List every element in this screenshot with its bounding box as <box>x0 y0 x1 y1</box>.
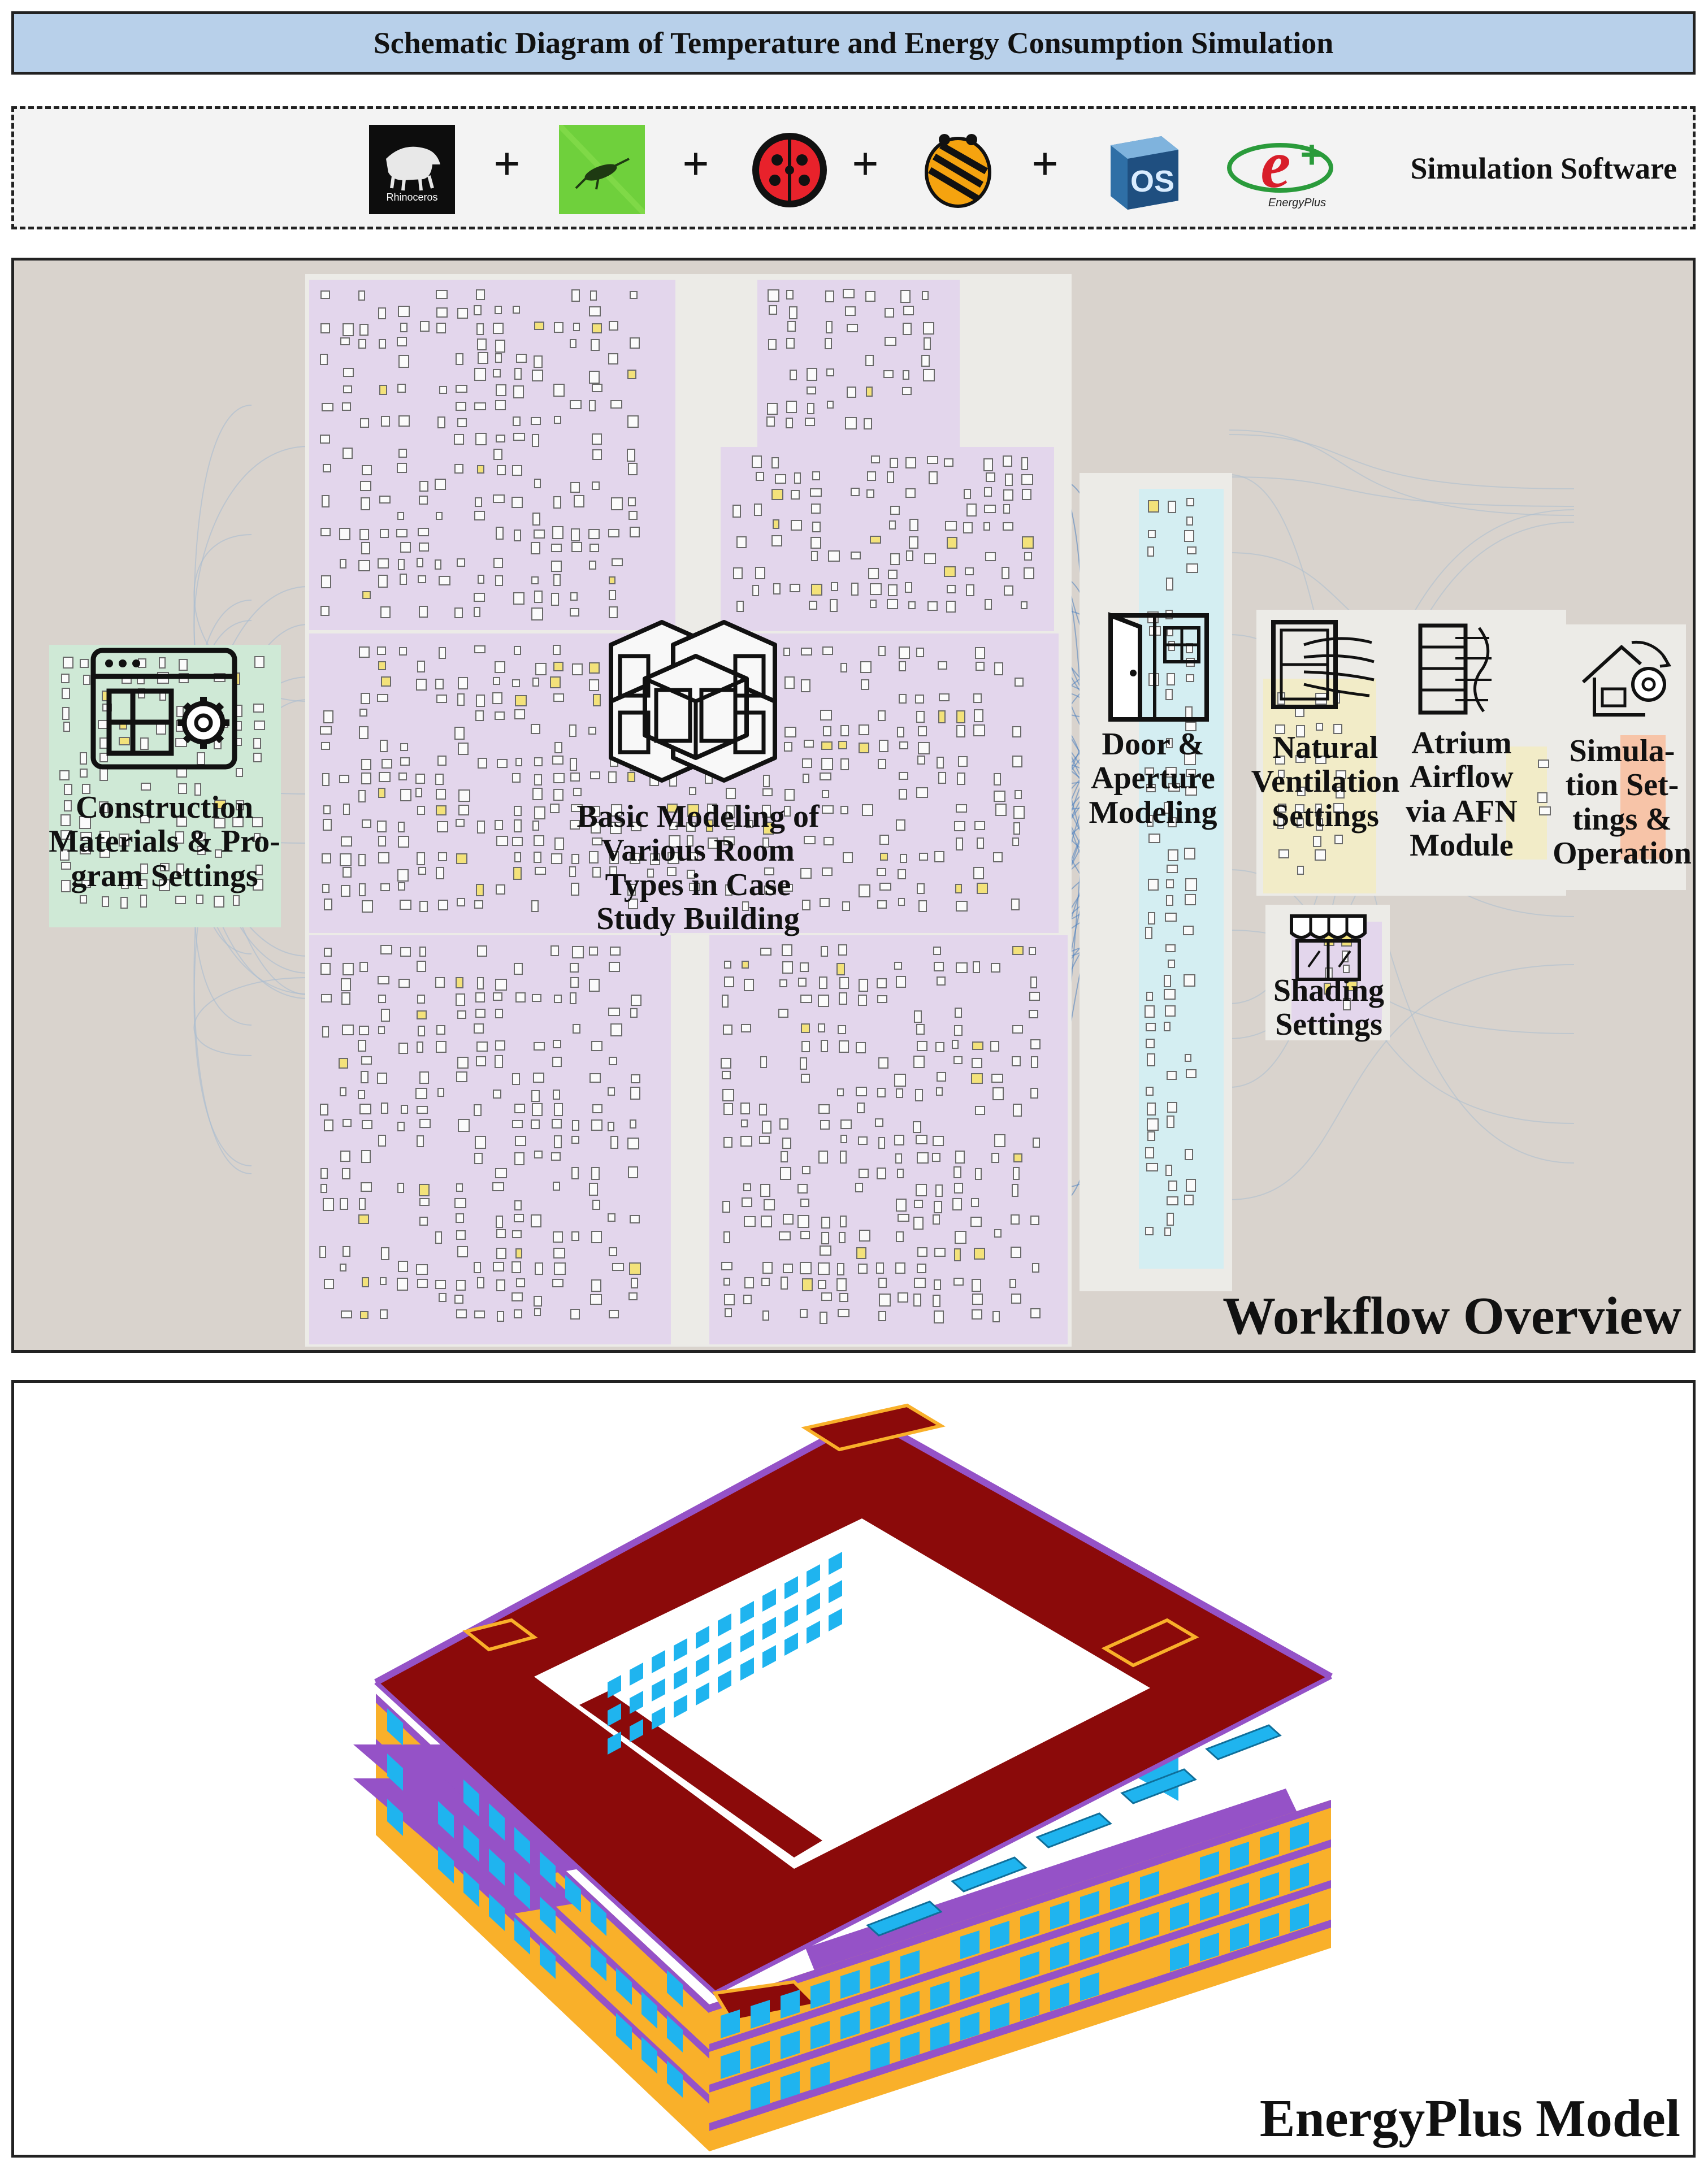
construction-label: Construction Materials & Pro- gram Setti… <box>49 790 280 893</box>
door-window-icon <box>1108 612 1209 722</box>
rhino-wordmark: Rhinoceros <box>386 192 437 203</box>
ventilation-window-icon <box>1271 620 1375 709</box>
energyplus-building-model <box>353 1403 1333 2151</box>
plus-sign: + <box>1031 138 1059 190</box>
atrium-airflow-icon <box>1418 623 1492 715</box>
title-bar: Schematic Diagram of Temperature and Ene… <box>11 11 1696 75</box>
simulation-cluster <box>1620 735 1666 860</box>
ladybug-icon <box>747 125 833 214</box>
energyplus-wordmark: EnergyPlus <box>1268 197 1326 209</box>
diagram-title: Schematic Diagram of Temperature and Ene… <box>373 26 1334 60</box>
settings-window-icon <box>90 648 237 770</box>
workflow-overview-label: Workflow Overview <box>1223 1287 1681 1346</box>
software-label: Simulation Software <box>1410 151 1677 185</box>
openstudio-icon: OS <box>1099 125 1185 214</box>
component-nodes <box>14 261 1693 1350</box>
room-cluster <box>309 280 675 630</box>
atrium-label: Atrium Airflow via AFN Module <box>1406 726 1518 863</box>
honeybee-icon <box>915 125 1001 214</box>
rhino-icon: Rhinoceros <box>369 125 455 214</box>
home-settings-icon <box>1581 640 1672 717</box>
workflow-panel: Construction Materials & Pro- gram Setti… <box>11 258 1696 1353</box>
energyplus-icon: e + EnergyPlus <box>1224 125 1342 214</box>
plus-sign: + <box>852 138 879 190</box>
basic-modeling-label: Basic Modeling of Various Room Types in … <box>576 799 820 937</box>
shading-awning-icon <box>1290 914 1367 981</box>
software-row: Rhinoceros + + + + <box>11 106 1696 229</box>
svg-text:+: + <box>1300 132 1324 176</box>
modular-cubes-icon <box>609 620 777 783</box>
shading-label: Shading Settings <box>1273 973 1385 1043</box>
plus-sign: + <box>682 138 709 190</box>
simulation-label: Simula- tion Set- tings & Operation <box>1553 734 1692 871</box>
door-aperture-label: Door & Aperture Modeling <box>1089 727 1217 830</box>
model-panel: EnergyPlus Model <box>11 1380 1696 2158</box>
grasshopper-icon <box>559 125 645 214</box>
plus-sign: + <box>493 138 521 190</box>
ventilation-label: Natural Ventilation Settings <box>1251 730 1400 834</box>
energyplus-model-label: EnergyPlus Model <box>1259 2089 1680 2148</box>
svg-text:e: e <box>1260 127 1290 202</box>
openstudio-text: OS <box>1130 164 1174 198</box>
